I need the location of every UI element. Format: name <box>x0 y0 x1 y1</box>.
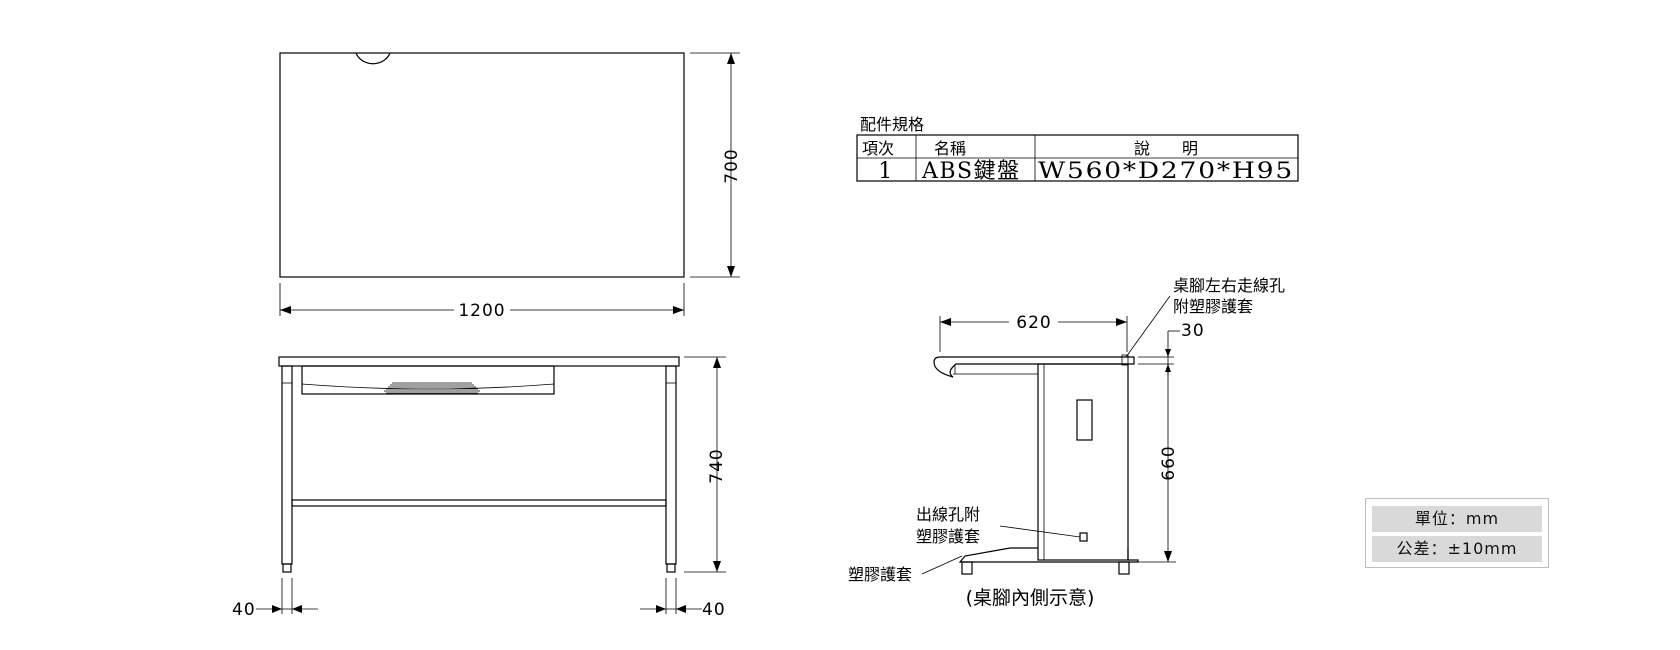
note-cover-leader <box>921 555 963 575</box>
desktop-top-outline <box>279 52 685 278</box>
height-arrow-top <box>713 357 721 368</box>
front-leg-right <box>665 365 677 565</box>
side-depth-arrow-right <box>1116 318 1127 326</box>
note-wire-hole-leader <box>1125 295 1171 358</box>
side-foot-right <box>1118 561 1130 575</box>
note-wire-hole-line2: 附塑膠護套 <box>1173 297 1253 316</box>
leg-right-upper-block <box>665 365 677 384</box>
depth-dim-label: 700 <box>722 148 742 183</box>
side-leg-panel <box>1037 363 1129 561</box>
leg-left-arrow-a <box>272 605 282 613</box>
side-height-dim-label: 660 <box>1159 445 1179 480</box>
unit-label: 單位：mm <box>1372 506 1542 532</box>
depth-arrow-bottom <box>727 266 735 277</box>
side-wire-hole-slot <box>1076 399 1093 441</box>
parts-table-header-desc: 說 明 <box>1134 139 1198 158</box>
side-foot-left <box>961 561 973 575</box>
keyboard-tray <box>301 365 555 395</box>
cable-grommet-notch <box>355 52 391 65</box>
side-view: 620 30 660 桌腳左右走線孔 附塑膠護套 出線孔附 塑膠護套 塑膠護套 … <box>848 276 1285 609</box>
side-base-foot <box>958 547 1139 563</box>
front-leg-left <box>281 365 293 565</box>
front-desktop-top <box>278 356 680 367</box>
note-wire-hole-line1: 桌腳左右走線孔 <box>1173 276 1285 295</box>
parts-table-cell-no: 1 <box>878 159 894 184</box>
side-top-grommet <box>1121 354 1129 366</box>
front-leg-left-foot <box>282 563 292 573</box>
parts-table-title: 配件規格 <box>860 115 924 134</box>
leg-right-dim-label: 40 <box>702 600 726 620</box>
units-box: 單位：mm 公差：±10mm <box>1365 498 1549 568</box>
leg-right-arrow-a <box>656 605 666 613</box>
side-height-arrow-bottom <box>1164 551 1172 562</box>
side-outlet-hole <box>1079 532 1088 542</box>
front-view: 740 40 40 <box>232 356 727 620</box>
height-arrow-bottom <box>713 561 721 572</box>
width-arrow-right <box>673 306 684 314</box>
thickness-arrow-top <box>1165 349 1171 357</box>
front-stretcher <box>291 499 667 507</box>
parts-table: 配件規格 項次 名稱 說 明 1 ABS鍵盤 W560*D270*H95 <box>856 115 1299 184</box>
note-outlet-line1: 出線孔附 <box>916 505 980 524</box>
leg-left-upper-block <box>281 365 293 384</box>
note-cover: 塑膠護套 <box>848 565 912 584</box>
side-depth-arrow-left <box>940 318 951 326</box>
width-dim-label: 1200 <box>458 301 505 321</box>
parts-table-header-name: 名稱 <box>934 139 966 158</box>
note-outlet-line2: 塑膠護套 <box>916 527 980 546</box>
side-depth-dim-label: 620 <box>1016 313 1051 333</box>
keyboard-tray-handle <box>384 382 480 394</box>
side-desktop-top <box>933 356 1135 378</box>
width-arrow-left <box>280 306 291 314</box>
parts-table-cell-name: ABS鍵盤 <box>921 159 1021 184</box>
note-outlet-leader <box>999 525 1081 538</box>
height-dim-label: 740 <box>707 448 727 483</box>
top-view: 700 1200 <box>279 52 742 321</box>
leg-left-dim-label: 40 <box>232 600 256 620</box>
leg-left-arrow-b <box>292 605 302 613</box>
parts-table-cell-desc: W560*D270*H95 <box>1038 159 1294 184</box>
depth-arrow-top <box>727 53 735 64</box>
parts-table-header-no: 項次 <box>862 139 894 158</box>
side-view-caption: (桌腳內側示意) <box>966 587 1095 609</box>
thickness-dim-label: 30 <box>1181 321 1205 341</box>
tolerance-label: 公差：±10mm <box>1372 536 1542 562</box>
front-leg-right-foot <box>666 563 676 573</box>
leg-right-arrow-b <box>676 605 686 613</box>
